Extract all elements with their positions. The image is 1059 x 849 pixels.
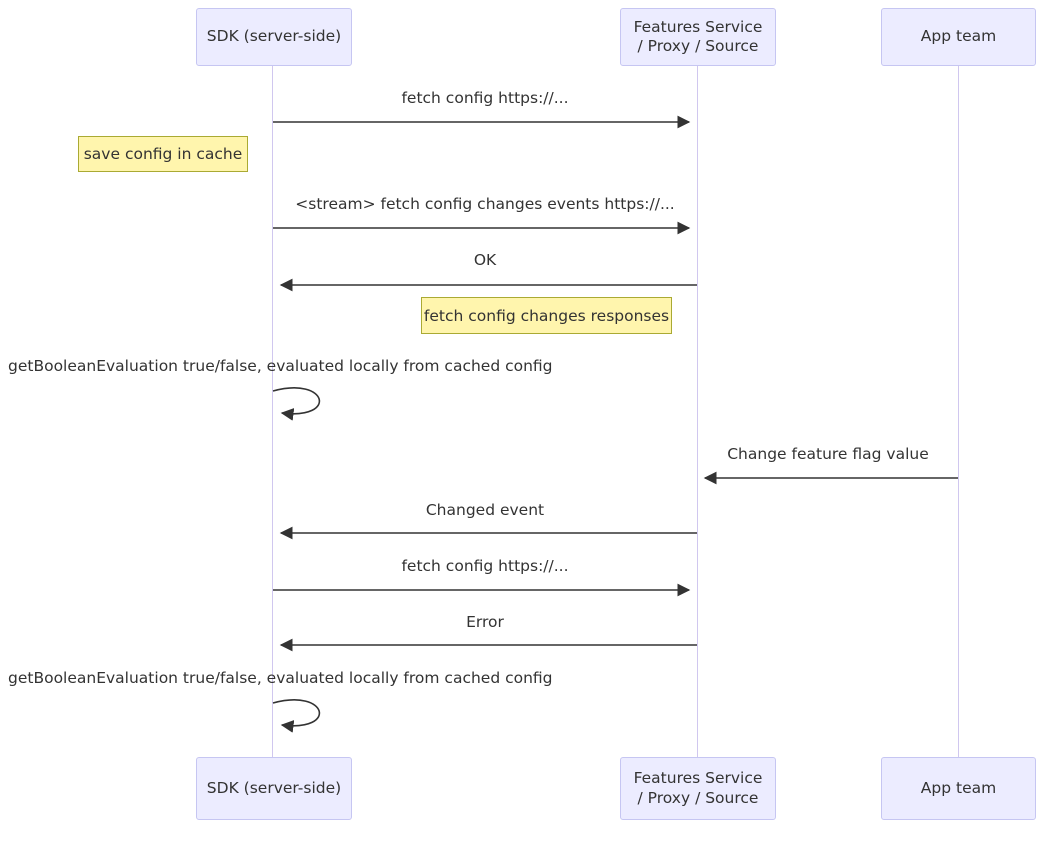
actor-features-service-bottom-label-line1: Features Service (633, 769, 763, 788)
actor-features-service-label-line2: / Proxy / Source (637, 37, 759, 55)
actor-sdk-bottom: SDK (server-side) (196, 757, 352, 820)
lifeline-app-team (958, 66, 959, 757)
message-changed-event: Changed event (425, 501, 545, 519)
actor-sdk-bottom-label: SDK (server-side) (206, 778, 342, 797)
message-ok: OK (473, 251, 497, 269)
message-error: Error (466, 613, 504, 631)
actor-app-team-top: App team (881, 8, 1036, 66)
actor-features-service-bottom-label-line2: / Proxy / Source (637, 788, 759, 807)
message-stream-fetch-changes: <stream> fetch config changes events htt… (295, 195, 675, 213)
actor-app-team-label: App team (920, 27, 997, 46)
actor-sdk-label: SDK (server-side) (206, 27, 342, 46)
actor-features-service-bottom: Features Service / Proxy / Source (620, 757, 776, 820)
self-loop-get-boolean-evaluation-1 (272, 387, 321, 421)
lifeline-sdk (272, 66, 273, 757)
actor-features-service-top: Features Service / Proxy / Source (620, 8, 776, 66)
note-save-config-in-cache: save config in cache (78, 136, 248, 172)
message-fetch-config-2: fetch config https://... (401, 557, 569, 575)
actor-app-team-bottom-label: App team (920, 778, 997, 797)
actor-features-service-label-line1: Features Service (633, 17, 763, 36)
message-fetch-config-1: fetch config https://... (401, 89, 569, 107)
lifeline-features-service (697, 66, 698, 757)
self-loop-get-boolean-evaluation-2 (272, 699, 321, 733)
actor-sdk-top: SDK (server-side) (196, 8, 352, 66)
note-fetch-config-changes-responses: fetch config changes responses (421, 297, 672, 334)
message-get-boolean-evaluation-2: getBooleanEvaluation true/false, evaluat… (8, 669, 553, 687)
message-get-boolean-evaluation-1: getBooleanEvaluation true/false, evaluat… (8, 357, 553, 375)
message-change-feature-flag: Change feature flag value (727, 445, 929, 463)
actor-app-team-bottom: App team (881, 757, 1036, 820)
